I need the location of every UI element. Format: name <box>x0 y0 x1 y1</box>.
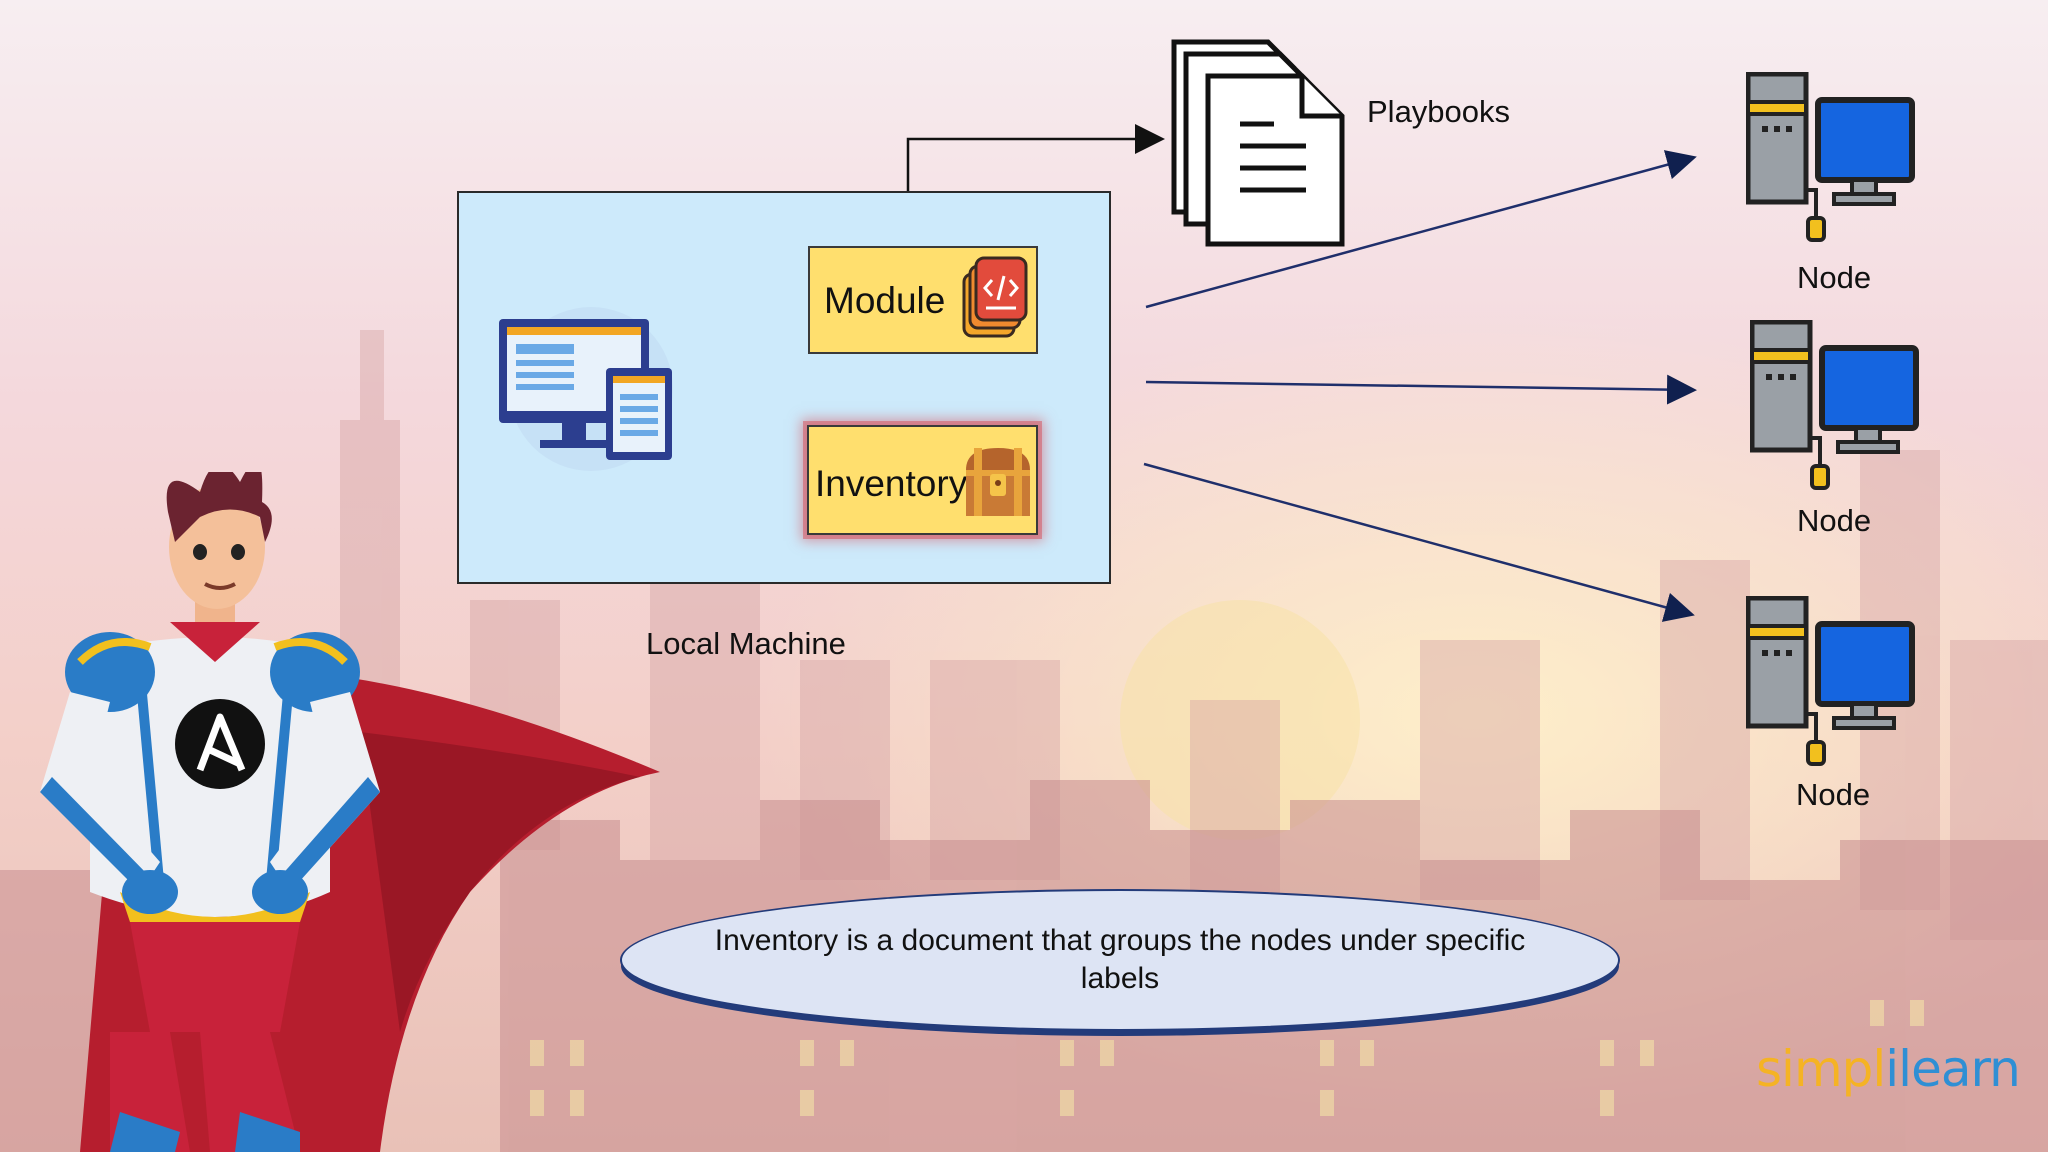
arrow-to-node-1 <box>1145 150 1697 309</box>
inventory-callout: Inventory is a document that groups the … <box>620 889 1620 1031</box>
document-stack-icon <box>1171 39 1345 247</box>
node-label-2: Node <box>1797 503 1872 538</box>
node-label-3: Node <box>1796 777 1871 812</box>
server-computer-icon <box>1750 320 1919 490</box>
brand-part-2: ilearn <box>1885 1040 2021 1098</box>
playbooks-label: Playbooks <box>1367 94 1511 129</box>
server-computer-icon <box>1746 596 1915 766</box>
brand-part-1: simpl <box>1756 1040 1886 1098</box>
local-machine-label: Local Machine <box>646 626 846 661</box>
arrow-to-node-3 <box>1143 462 1695 622</box>
treasure-chest-icon <box>966 448 1030 516</box>
computer-desktop-icon <box>499 307 673 471</box>
arrow-to-node-2 <box>1145 374 1697 405</box>
node-label-1: Node <box>1797 260 1872 295</box>
brand-logo: simplilearn <box>1756 1040 2021 1098</box>
superhero-mascot <box>40 472 660 1152</box>
server-computer-icon <box>1746 72 1915 242</box>
inventory-label: Inventory <box>815 463 968 504</box>
module-label: Module <box>824 280 946 321</box>
callout-text: Inventory is a document that groups the … <box>714 924 1526 995</box>
code-file-icon <box>962 256 1028 338</box>
